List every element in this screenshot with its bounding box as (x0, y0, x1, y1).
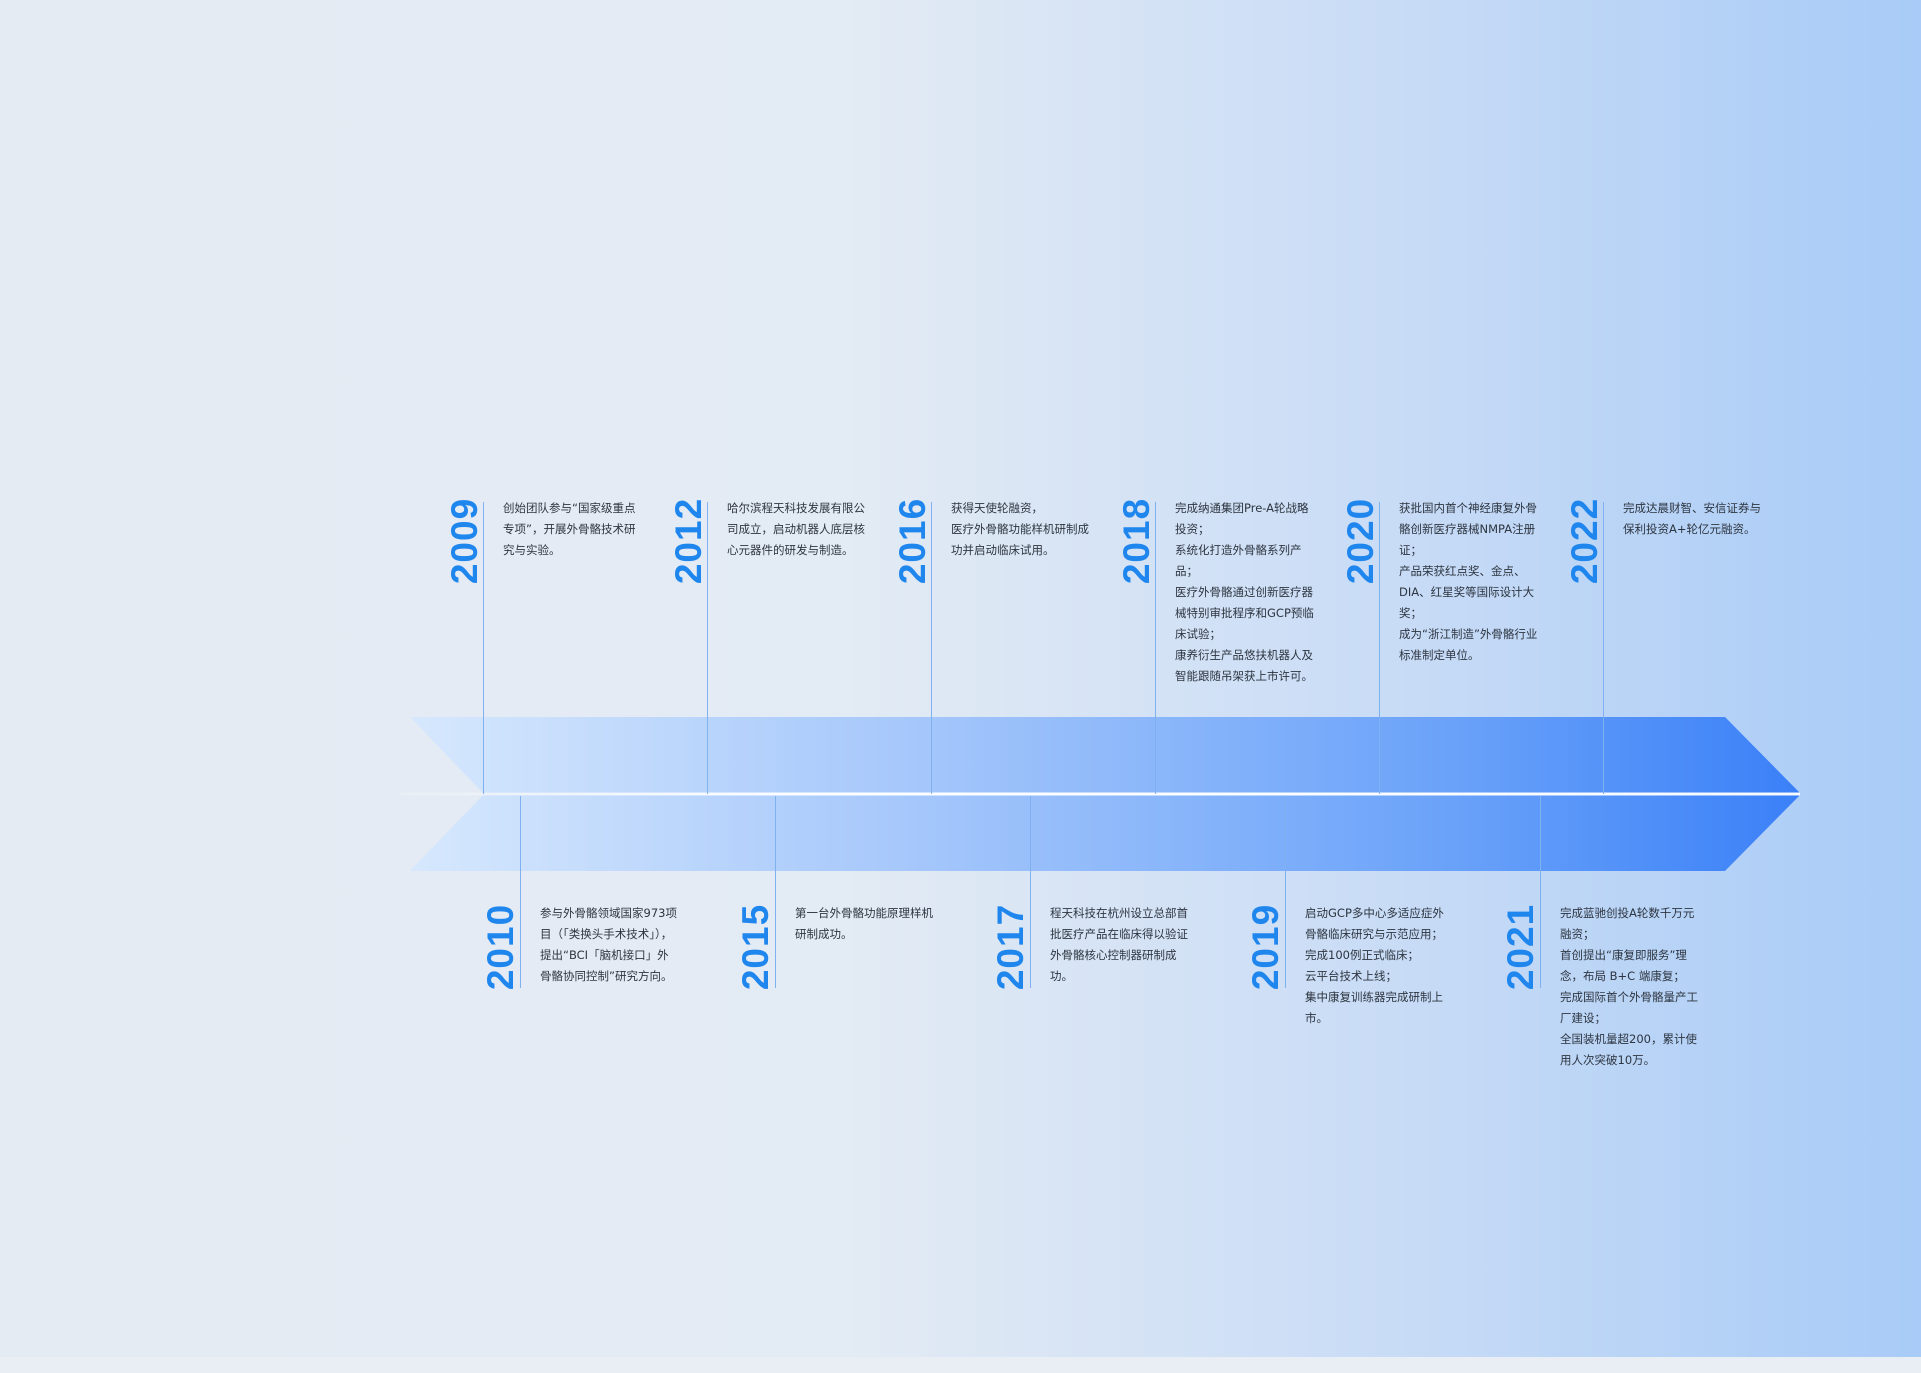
milestone-description: 获得天使轮融资， 医疗外骨骼功能样机研制成功并启动临床试用。 (951, 498, 1091, 561)
year-label: 2019 (1245, 903, 1286, 991)
description-line: 第一台外骨骼功能原理样机研制成功。 (795, 906, 933, 941)
description-line: 创始团队参与“国家级重点专项”，开展外骨骼技术研究与实验。 (503, 501, 636, 557)
connector-line (1285, 796, 1286, 988)
year-label: 2012 (668, 497, 709, 585)
arrow-upper-band (410, 717, 1800, 793)
milestone-description: 获批国内首个神经康复外骨骼创新医疗器械NMPA注册证； 产品荣获红点奖、金点、D… (1399, 498, 1539, 666)
year-label: 2020 (1340, 497, 1381, 585)
description-line: 获得天使轮融资， (951, 501, 1043, 515)
description-line: 产品荣获红点奖、金点、DIA、红星奖等国际设计大奖； (1399, 564, 1535, 620)
description-line: 成为“浙江制造”外骨骼行业标准制定单位。 (1399, 627, 1538, 662)
year-label: 2018 (1116, 497, 1157, 585)
connector-line (483, 502, 484, 794)
description-line: 系统化打造外骨骼系列产品； (1175, 543, 1302, 578)
connector-line (1155, 502, 1156, 794)
connector-line (1379, 502, 1380, 794)
description-line: 完成100例正式临床； (1305, 948, 1419, 962)
year-label: 2017 (990, 903, 1031, 991)
description-line: 集中康复训练器完成研制上市。 (1305, 990, 1443, 1025)
description-line: 医疗外骨骼功能样机研制成功并启动临床试用。 (951, 522, 1089, 557)
connector-line (1030, 796, 1031, 988)
description-line: 医疗外骨骼通过创新医疗器械特别审批程序和GCP预临床试验； (1175, 585, 1314, 641)
description-line: 完成达晨财智、安信证券与保利投资A+轮亿元融资。 (1623, 501, 1761, 536)
milestone-description: 完成达晨财智、安信证券与保利投资A+轮亿元融资。 (1623, 498, 1763, 540)
milestone-description: 哈尔滨程天科技发展有限公司成立，启动机器人底层核心元器件的研发与制造。 (727, 498, 867, 561)
arrow-lower-band (410, 795, 1800, 871)
description-line: 获批国内首个神经康复外骨骼创新医疗器械NMPA注册证； (1399, 501, 1537, 557)
description-line: 云平台技术上线； (1305, 969, 1397, 983)
milestone-description: 创始团队参与“国家级重点专项”，开展外骨骼技术研究与实验。 (503, 498, 643, 561)
description-line: 程天科技在杭州设立总部首批医疗产品在临床得以验证外骨骼核心控制器研制成功。 (1050, 906, 1188, 983)
description-line: 首创提出“康复即服务”理念，布局 B+C 端康复； (1560, 948, 1687, 983)
description-line: 全国装机量超200，累计使用人次突破10万。 (1560, 1032, 1697, 1067)
year-label: 2021 (1500, 903, 1541, 991)
year-label: 2010 (480, 903, 521, 991)
description-line: 完成纳通集团Pre-A轮战略投资； (1175, 501, 1309, 536)
year-label: 2015 (735, 903, 776, 991)
year-label: 2016 (892, 497, 933, 585)
connector-line (520, 796, 521, 988)
year-label: 2009 (444, 497, 485, 585)
year-label: 2022 (1564, 497, 1605, 585)
description-line: 参与外骨骼领域国家973项目（「类换头手术技术」）， (540, 906, 677, 941)
milestone-description: 完成纳通集团Pre-A轮战略投资； 系统化打造外骨骼系列产品； 医疗外骨骼通过创… (1175, 498, 1315, 687)
connector-line (931, 502, 932, 794)
description-line: 启动GCP多中心多适应症外骨骼临床研究与示范应用； (1305, 906, 1444, 941)
description-line: 完成蓝驰创投A轮数千万元融资； (1560, 906, 1695, 941)
milestone-description: 完成蓝驰创投A轮数千万元融资； 首创提出“康复即服务”理念，布局 B+C 端康复… (1560, 903, 1700, 1071)
connector-line (1540, 796, 1541, 988)
connector-line (707, 502, 708, 794)
description-line: 完成国际首个外骨骼量产工厂建设； (1560, 990, 1698, 1025)
milestone-description: 程天科技在杭州设立总部首批医疗产品在临床得以验证外骨骼核心控制器研制成功。 (1050, 903, 1190, 987)
connector-line (775, 796, 776, 988)
milestone-description: 启动GCP多中心多适应症外骨骼临床研究与示范应用； 完成100例正式临床； 云平… (1305, 903, 1445, 1029)
milestone-description: 参与外骨骼领域国家973项目（「类换头手术技术」）， 提出“BCI「脑机接口」外… (540, 903, 680, 987)
page-bottom-strip (0, 1357, 1921, 1373)
description-line: 哈尔滨程天科技发展有限公司成立，启动机器人底层核心元器件的研发与制造。 (727, 501, 865, 557)
connector-line (1603, 502, 1604, 794)
description-line: 康养衍生产品悠扶机器人及智能跟随吊架获上市许可。 (1175, 648, 1313, 683)
description-line: 提出“BCI「脑机接口」外骨骼协同控制”研究方向。 (540, 948, 673, 983)
milestone-description: 第一台外骨骼功能原理样机研制成功。 (795, 903, 935, 945)
